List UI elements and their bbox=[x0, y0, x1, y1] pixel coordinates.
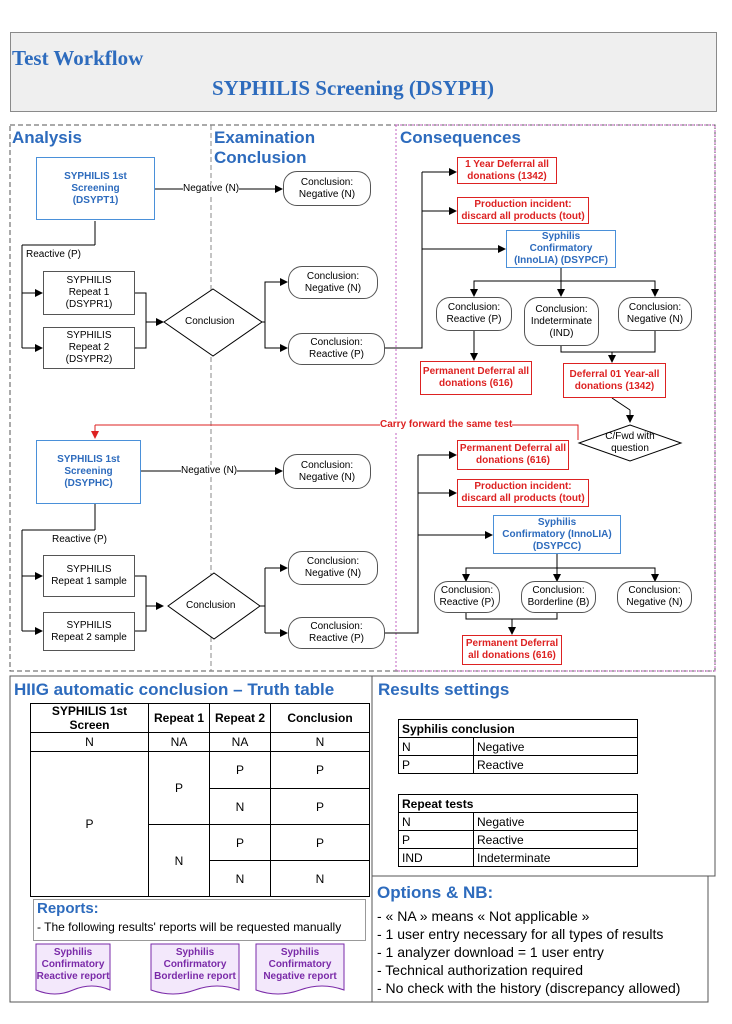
reactive-label-top: Reactive (P) bbox=[26, 249, 82, 260]
page-subtitle: SYPHILIS Screening (DSYPH) bbox=[212, 76, 494, 100]
conclusion-negative-2-top: Conclusion:Negative (N) bbox=[288, 266, 378, 299]
truth-table-title: HIIG automatic conclusion – Truth table bbox=[14, 680, 335, 699]
confirm-indeterminate-top: Conclusion:Indeterminate(IND) bbox=[524, 297, 599, 346]
option-item: - « NA » means « Not applicable » bbox=[377, 908, 590, 924]
cfwd-diamond bbox=[577, 424, 683, 462]
reports-text: - The following results' reports will be… bbox=[37, 920, 342, 934]
conclusion-reactive-bottom: Conclusion:Reactive (P) bbox=[288, 617, 385, 649]
truth-table: SYPHILIS 1st Screen Repeat 1 Repeat 2 Co… bbox=[30, 703, 370, 897]
consequences-header: Consequences bbox=[400, 128, 521, 147]
conclusion-label-top: Conclusion bbox=[185, 316, 235, 327]
analysis-header: Analysis bbox=[12, 128, 82, 147]
conclusion-negative-top: Conclusion:Negative (N) bbox=[283, 171, 371, 206]
confirm-negative-top: Conclusion:Negative (N) bbox=[618, 297, 692, 331]
options-title: Options & NB: bbox=[377, 883, 494, 902]
option-item: - 1 user entry necessary for all types o… bbox=[377, 926, 664, 942]
neg-label-top: Negative (N) bbox=[183, 183, 240, 195]
production-incident-box-top: Production incident:discard all products… bbox=[457, 197, 589, 224]
confirm-reactive-top: Conclusion:Reactive (P) bbox=[436, 297, 512, 331]
reports-title: Reports: bbox=[37, 900, 99, 917]
exam-header-2: Conclusion bbox=[214, 148, 307, 167]
reports-box bbox=[33, 899, 366, 941]
confirm-borderline-bottom: Conclusion:Borderline (B) bbox=[521, 581, 596, 613]
results-settings-title: Results settings bbox=[378, 680, 510, 699]
carry-forward-label: Carry forward the same test bbox=[380, 419, 513, 431]
page-title: Test Workflow bbox=[12, 46, 144, 70]
confirm-reactive-bottom: Conclusion:Reactive (P) bbox=[434, 581, 500, 613]
conclusion-negative-bottom: Conclusion:Negative (N) bbox=[283, 454, 371, 489]
confirm-negative-bottom: Conclusion:Negative (N) bbox=[617, 581, 692, 613]
production-incident-box-bottom: Production incident:discard all products… bbox=[457, 479, 589, 507]
reactive-label-bottom: Reactive (P) bbox=[52, 534, 108, 545]
title-box bbox=[10, 32, 717, 112]
conclusion-reactive-top: Conclusion:Reactive (P) bbox=[288, 333, 385, 365]
option-item: - No check with the history (discrepancy… bbox=[377, 980, 681, 996]
conclusion-label-bottom: Conclusion bbox=[186, 600, 236, 611]
decision-diamond-bottom bbox=[167, 572, 261, 640]
neg-label-bottom: Negative (N) bbox=[181, 465, 238, 477]
option-item: - 1 analyzer download = 1 user entry bbox=[377, 944, 604, 960]
exam-header-1: Examination bbox=[214, 128, 316, 147]
conclusion-negative-2-bottom: Conclusion:Negative (N) bbox=[288, 551, 378, 585]
decision-diamond-top bbox=[163, 288, 263, 357]
option-item: - Technical authorization required bbox=[377, 962, 583, 978]
